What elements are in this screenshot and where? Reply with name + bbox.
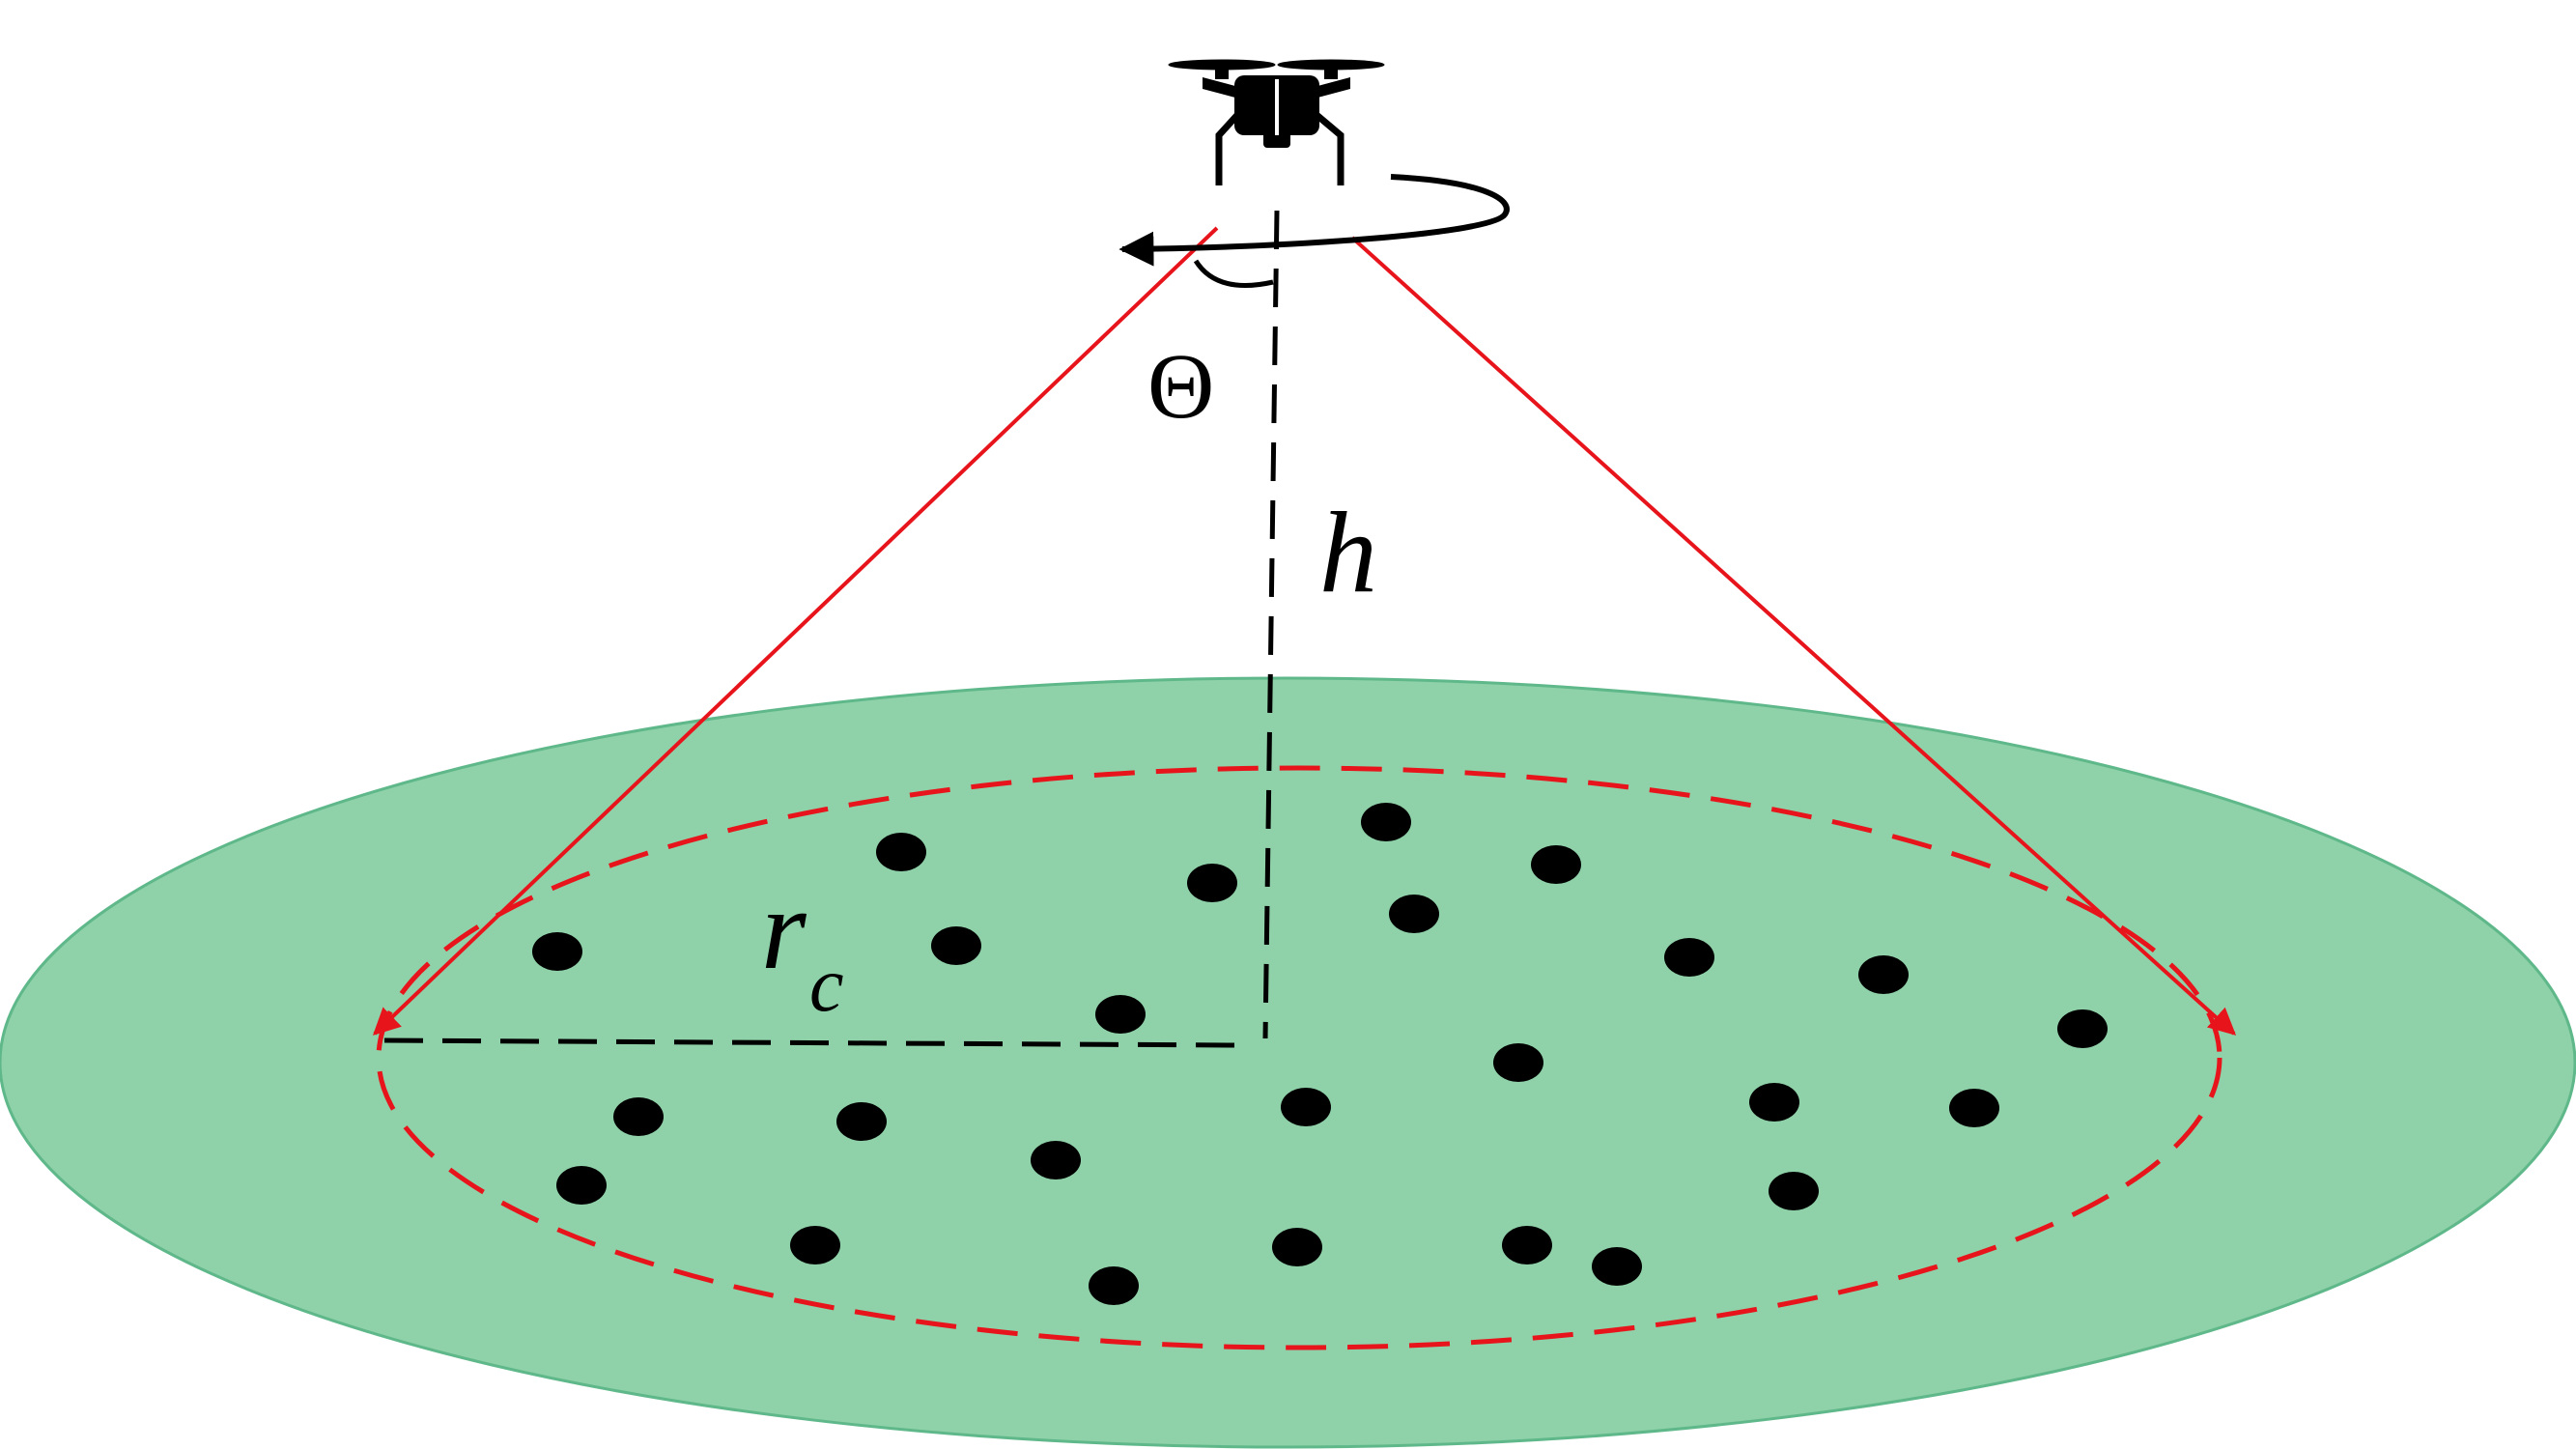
ground-user-dot [876, 833, 926, 871]
ground-user-dot [1502, 1226, 1552, 1264]
height-label: h [1319, 488, 1377, 616]
coverage-cone-left-edge [372, 226, 1219, 1036]
height-line [1262, 210, 1280, 1039]
ground-user-dot [1749, 1083, 1799, 1122]
ground-user-dot [532, 932, 582, 971]
ground-user-dot [1858, 955, 1909, 994]
ground-user-dot [2057, 1009, 2108, 1048]
ground-user-dot [1389, 895, 1439, 933]
rotation-arrow-icon [1118, 174, 1510, 267]
ground-users [532, 803, 2108, 1305]
ground-user-dot [1281, 1088, 1331, 1126]
ground-user-dot [931, 926, 981, 965]
ground-user-dot [1272, 1228, 1322, 1266]
ground-user-dot [1089, 1266, 1139, 1305]
ground-plane [0, 676, 2576, 1449]
radius-line [376, 1037, 1235, 1048]
beam-angle-arc [1193, 259, 1274, 288]
drone-icon [1168, 59, 1385, 185]
ground-user-dot [1592, 1247, 1642, 1286]
coverage-boundary [376, 765, 2222, 1350]
ground-user-dot [556, 1166, 607, 1205]
ground-user-dot [1664, 938, 1714, 977]
coverage-cone-right-edge [1350, 236, 2237, 1036]
ground-user-dot [1531, 845, 1581, 884]
ground-user-dot [1187, 864, 1237, 902]
ground-user-dot [1493, 1043, 1543, 1082]
ground-user-dot [1949, 1089, 1999, 1127]
beam-angle-label: Θ [1147, 334, 1214, 438]
ground-user-dot [1769, 1172, 1819, 1210]
ground-user-dot [790, 1226, 840, 1264]
radius-label: r [761, 865, 807, 993]
ground-user-dot [1031, 1141, 1081, 1179]
ground-user-dot [1361, 803, 1411, 841]
radius-subscript: c [809, 943, 844, 1028]
ground-user-dot [613, 1097, 664, 1136]
ground-user-dot [1095, 995, 1146, 1034]
ground-user-dot [836, 1102, 887, 1141]
